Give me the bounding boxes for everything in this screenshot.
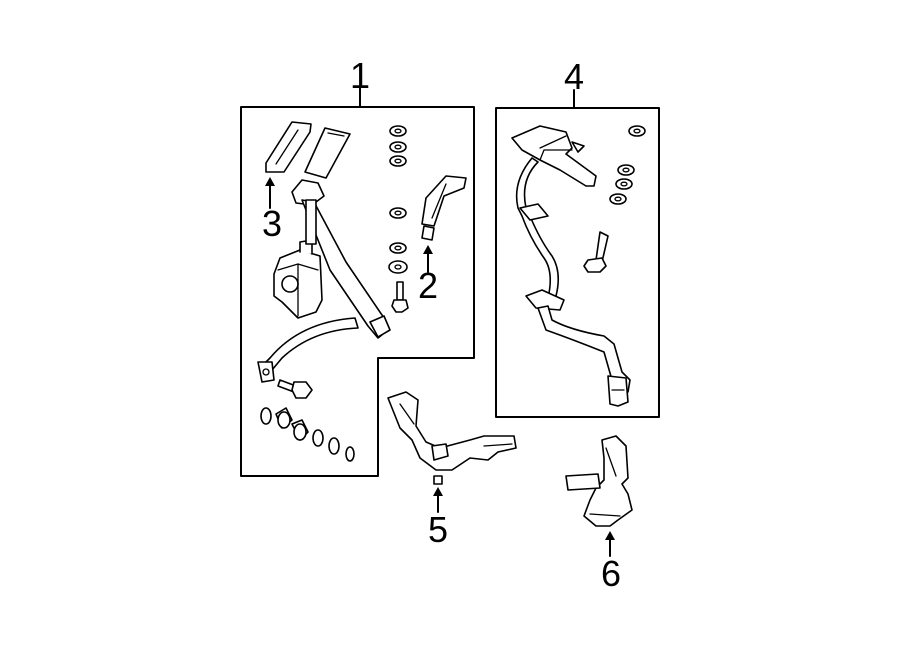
belt-guide-part-2 (421, 175, 467, 227)
callout-6-label: 6 (601, 553, 621, 594)
callout-5-label: 5 (428, 509, 448, 550)
arrow-up-icon (423, 245, 433, 254)
belt-webbing-upper (304, 127, 351, 179)
d-ring (291, 179, 325, 206)
callout-1-label: 1 (350, 55, 370, 96)
belt-webbing-lower (537, 305, 631, 393)
lower-anchor-plate (607, 375, 629, 407)
washers-rear (609, 125, 646, 205)
lap-belt (261, 317, 359, 371)
arrow-up-icon (605, 531, 615, 540)
callout-2-label: 2 (418, 265, 438, 306)
assembly-1-frame (240, 106, 475, 477)
arrow-up-icon (265, 177, 275, 186)
belt-guide-part-3 (265, 121, 312, 173)
buckle-part-6: 6 (565, 435, 633, 594)
mounting-bolt (391, 281, 409, 313)
callout-3-label: 3 (262, 203, 282, 244)
assembly-4-group: 4 (495, 56, 660, 418)
assembly-4-frame (495, 107, 660, 418)
belt-webbing-rear (515, 157, 560, 299)
washer-set (260, 407, 355, 462)
callout-4-label: 4 (564, 56, 584, 97)
lap-anchor-plate (257, 361, 275, 383)
retractor-bolt (583, 231, 609, 273)
assembly-1-group: 1 3 (240, 55, 475, 477)
anchor-bolt (277, 379, 313, 399)
washers-upper (388, 125, 408, 274)
buckle-part-5: 5 (387, 391, 517, 550)
arrow-up-icon (433, 487, 443, 496)
